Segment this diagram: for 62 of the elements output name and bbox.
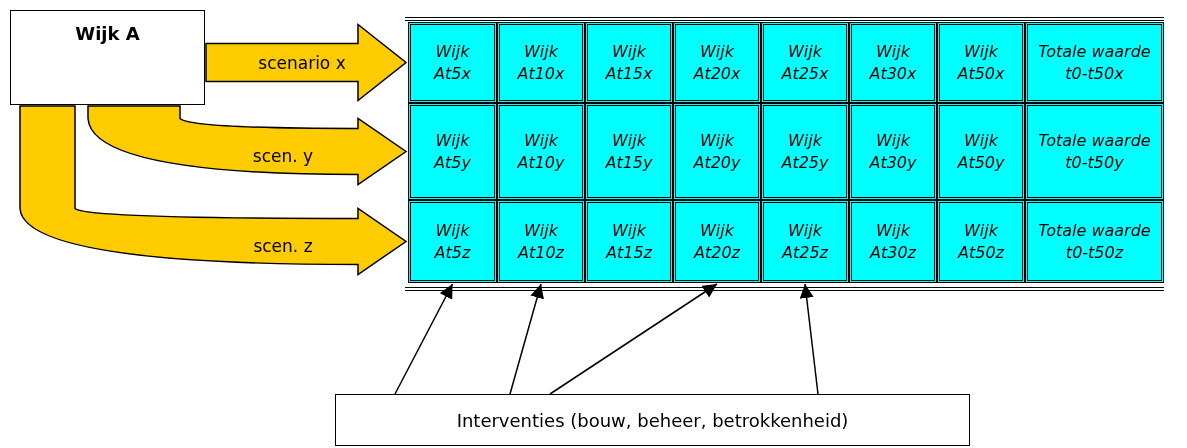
arrow (799, 283, 819, 395)
arrow (509, 283, 544, 395)
table-cell (761, 200, 849, 283)
cell-label: Wijk At25x (780, 40, 830, 85)
cell-label: Wijk At25y (780, 129, 830, 174)
table-cell (937, 200, 1025, 283)
table-cell (1025, 22, 1164, 103)
cell-label: Wijk At15y (604, 129, 654, 174)
block-arrow (87, 105, 407, 186)
cell-label: Wijk At30z (868, 219, 917, 264)
box-title: Wijk A (75, 23, 140, 44)
cell-label: Wijk At50z (956, 219, 1005, 264)
cell-label: Wijk At25z (780, 219, 829, 264)
table-cell (849, 103, 937, 200)
table-cell (849, 200, 937, 283)
cell-label: Wijk At20y (692, 129, 742, 174)
table-cell (849, 22, 937, 103)
arrow (549, 283, 718, 395)
table-cell (408, 103, 497, 200)
table-cell (761, 22, 849, 103)
table-cell (408, 200, 497, 283)
table-cell (497, 22, 585, 103)
table-cell (673, 200, 761, 283)
cell-label: Wijk At15z (604, 219, 653, 264)
block-arrow (205, 22, 408, 103)
cell-label: Wijk At50x (956, 40, 1006, 85)
cell-label: Wijk At5z (433, 219, 472, 264)
cell-label: Totale waarde t0-t50x (1037, 40, 1152, 85)
edge-label: scen. z (253, 235, 313, 256)
box-label: Interventies (bouw, beheer, betrokkenheid) (456, 409, 849, 431)
cell-label: Wijk At10x (516, 40, 566, 85)
cell-label: Totale waarde t0-t50y (1037, 129, 1152, 174)
table-cell (673, 22, 761, 103)
table-cell (585, 22, 673, 103)
cell-label: Totale waarde t0-t50z (1037, 219, 1152, 264)
table-cell (1025, 200, 1164, 283)
edge-label: scenario x (258, 52, 346, 73)
text-box (10, 10, 205, 105)
cell-label: Wijk At30x (868, 40, 918, 85)
table-cell (937, 22, 1025, 103)
table-cell (497, 200, 585, 283)
edge-label: scen. y (252, 145, 314, 166)
cell-label: Wijk At10y (516, 129, 566, 174)
cell-label: Wijk At30y (868, 129, 918, 174)
cell-label: Wijk At15x (604, 40, 654, 85)
cell-label: Wijk At5x (432, 40, 472, 85)
table-cell (761, 103, 849, 200)
table-cell (585, 103, 673, 200)
arrow (394, 283, 454, 395)
cell-label: Wijk At20z (692, 219, 741, 264)
table-cell (937, 103, 1025, 200)
table-cell (1025, 103, 1164, 200)
cell-label: Wijk At50y (956, 129, 1006, 174)
table-cell (673, 103, 761, 200)
cell-label: Wijk At20x (692, 40, 742, 85)
cell-label: Wijk At5y (432, 129, 472, 174)
cell-label: Wijk At10z (516, 219, 565, 264)
text-box (335, 394, 970, 446)
table-cell (585, 200, 673, 283)
block-arrow (19, 105, 407, 276)
table-cell (408, 22, 497, 103)
table-cell (497, 103, 585, 200)
